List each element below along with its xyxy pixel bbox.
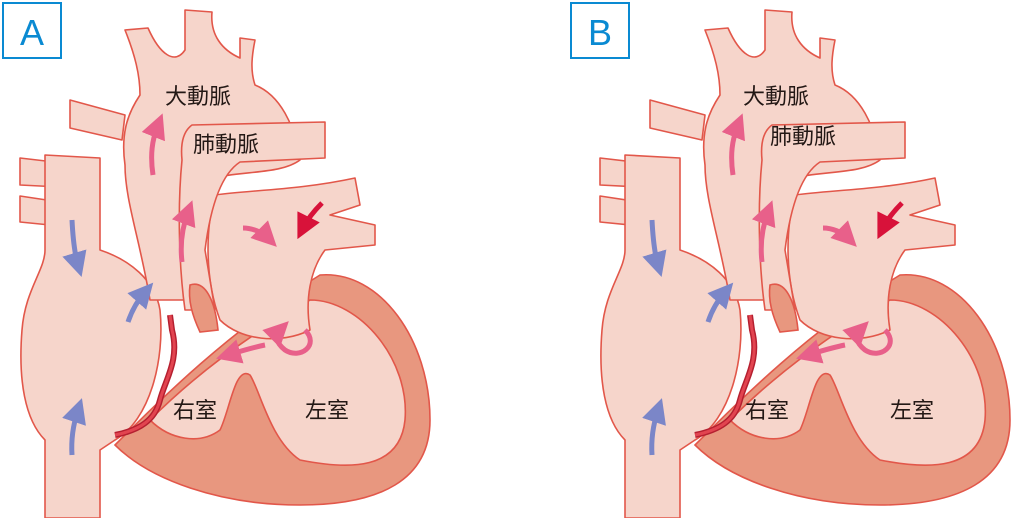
label-right-ventricle: 右室 [745, 399, 789, 424]
panel-b: B 大動脈 肺動脈 右室 左室 [570, 2, 1010, 518]
label-pulmonary-artery: 肺動脈 [193, 133, 259, 158]
label-left-ventricle: 左室 [890, 399, 934, 424]
label-pulmonary-artery: 肺動脈 [770, 125, 836, 150]
label-aorta: 大動脈 [165, 85, 231, 110]
label-left-ventricle: 左室 [305, 399, 349, 424]
panel-a-badge-label: A [20, 12, 44, 53]
panel-a-badge [2, 2, 62, 59]
label-aorta: 大動脈 [743, 85, 809, 110]
panel-b-badge [570, 2, 630, 59]
panel-b-badge-label: B [588, 12, 612, 53]
label-right-ventricle: 右室 [173, 399, 217, 424]
panel-a: A 大動脈 肺動脈 右室 左室 [2, 2, 430, 518]
